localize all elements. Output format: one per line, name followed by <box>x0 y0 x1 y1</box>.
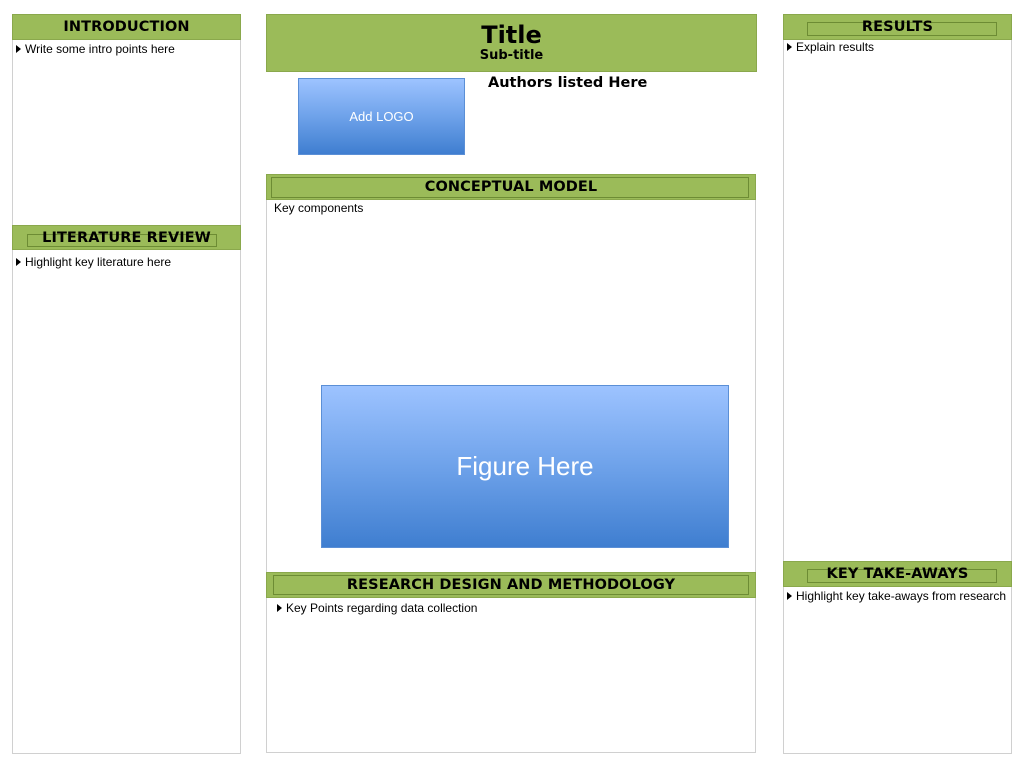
introduction-heading: INTRODUCTION <box>63 19 190 35</box>
authors-line[interactable]: Authors listed Here <box>488 75 648 91</box>
introduction-header: INTRODUCTION <box>12 14 241 40</box>
results-bullet-text: Explain results <box>796 40 875 54</box>
triangle-right-icon <box>787 592 792 600</box>
research-design-heading: RESEARCH DESIGN AND METHODOLOGY <box>346 577 676 593</box>
key-takeaways-header: KEY TAKE-AWAYS <box>783 561 1012 587</box>
literature-review-bullet-text: Highlight key literature here <box>25 255 172 269</box>
conceptual-model-text[interactable]: Key components <box>274 201 364 215</box>
poster-title[interactable]: Title <box>481 21 542 49</box>
poster-subtitle[interactable]: Sub-title <box>479 48 544 63</box>
logo-placeholder-text: Add LOGO <box>349 109 414 124</box>
introduction-bullet-text: Write some intro points here <box>25 42 175 56</box>
research-design-bullet-text: Key Points regarding data collection <box>286 601 478 615</box>
figure-placeholder[interactable]: Figure Here <box>321 385 729 548</box>
results-heading: RESULTS <box>861 19 934 35</box>
logo-placeholder[interactable]: Add LOGO <box>298 78 465 155</box>
triangle-right-icon <box>787 43 792 51</box>
poster-title-banner: Title Sub-title <box>266 14 757 72</box>
left-column-panel <box>12 14 241 754</box>
research-design-header: RESEARCH DESIGN AND METHODOLOGY <box>266 572 756 598</box>
introduction-bullet[interactable]: Write some intro points here <box>16 42 175 56</box>
results-header: RESULTS <box>783 14 1012 40</box>
triangle-right-icon <box>277 604 282 612</box>
literature-review-header: LITERATURE REVIEW <box>12 225 241 250</box>
key-takeaways-heading: KEY TAKE-AWAYS <box>826 566 969 582</box>
research-design-bullet[interactable]: Key Points regarding data collection <box>277 601 477 615</box>
conceptual-model-heading: CONCEPTUAL MODEL <box>424 179 598 195</box>
triangle-right-icon <box>16 258 21 266</box>
results-bullet[interactable]: Explain results <box>787 40 874 54</box>
key-takeaways-bullet[interactable]: Highlight key take-aways from research <box>787 589 1006 603</box>
literature-review-bullet[interactable]: Highlight key literature here <box>16 255 171 269</box>
triangle-right-icon <box>16 45 21 53</box>
key-takeaways-bullet-text: Highlight key take-aways from research <box>796 589 1007 603</box>
figure-placeholder-text: Figure Here <box>456 451 594 481</box>
conceptual-model-header: CONCEPTUAL MODEL <box>266 174 756 200</box>
right-column-panel <box>783 14 1012 754</box>
literature-review-heading: LITERATURE REVIEW <box>42 229 211 246</box>
